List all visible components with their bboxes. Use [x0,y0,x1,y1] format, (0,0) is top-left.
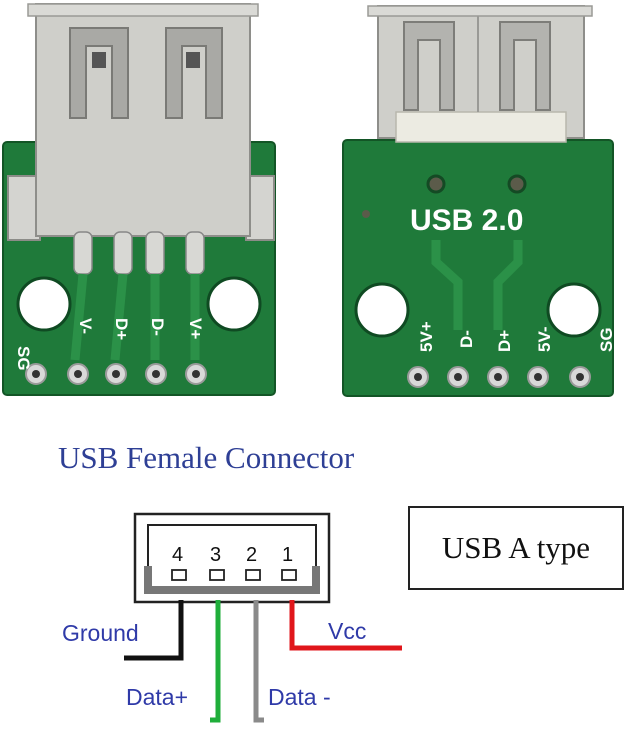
left-shell-lip [27,3,259,17]
connector-shield [144,566,320,594]
left-leg-3 [145,231,165,275]
wire-ground [124,600,184,661]
left-slot-1-hole [92,52,106,68]
right-via-1 [426,174,446,194]
wire-data-minus [253,600,264,723]
connector-diagram [124,512,402,723]
left-pin-label-5: V+ [186,318,205,339]
right-mount-hole-l [354,282,410,338]
left-pin-label-4: D- [148,318,167,336]
left-slot-2-hole [186,52,200,68]
left-mount-hole-l [16,276,72,332]
wire-data-plus [210,600,221,723]
right-usb-board: USB 2.0 5V+ D- D+ 5V- SG [342,5,616,397]
usb-type-box: USB A type [408,506,624,590]
right-slot-1 [403,21,455,111]
right-trace [431,240,523,330]
left-pin-label-1: SG [14,346,33,371]
pin-number-4: 4 [172,544,184,566]
left-leg-2 [113,231,133,275]
right-via-2 [507,174,527,194]
pin-number-3: 3 [210,544,222,566]
right-shell-lip [367,5,593,17]
left-pin-label-3: D+ [112,318,131,340]
left-trace [70,273,200,361]
wire-vcc [289,600,402,651]
right-via-3 [362,210,370,218]
right-plastic [395,111,567,143]
wire-label-data-plus: Data+ [126,684,189,710]
pin-contacts [171,569,297,581]
wire-label-data-minus: Data - [268,684,331,710]
right-pin-label-5: SG [597,327,616,352]
right-pcb [342,139,614,397]
pin-number-1: 1 [282,544,294,566]
right-mount-hole-r [546,282,602,338]
left-pin-label-2: V- [76,318,95,334]
left-slot-1 [69,27,129,119]
right-slot-2 [499,21,551,111]
left-slot-2 [165,27,223,119]
pin-number-2: 2 [246,544,258,566]
left-mount-hole-r [206,276,262,332]
right-silkscreen-title: USB 2.0 [410,204,523,237]
right-pin-label-2: D- [457,330,476,348]
right-pin-label-4: 5V- [535,326,554,352]
wire-label-ground: Ground [62,620,139,646]
diagram-title: USB Female Connector [58,440,355,475]
left-side-tab-l [7,175,41,241]
wire-label-vcc: Vcc [328,618,367,644]
left-leg-4 [185,231,205,275]
usb-type-label: USB A type [441,530,591,565]
right-pin-label-3: D+ [495,330,514,352]
left-leg-1 [73,231,93,275]
left-usb-board: SG V- D+ D- V+ [2,3,276,396]
right-pin-label-1: 5V+ [417,321,436,352]
